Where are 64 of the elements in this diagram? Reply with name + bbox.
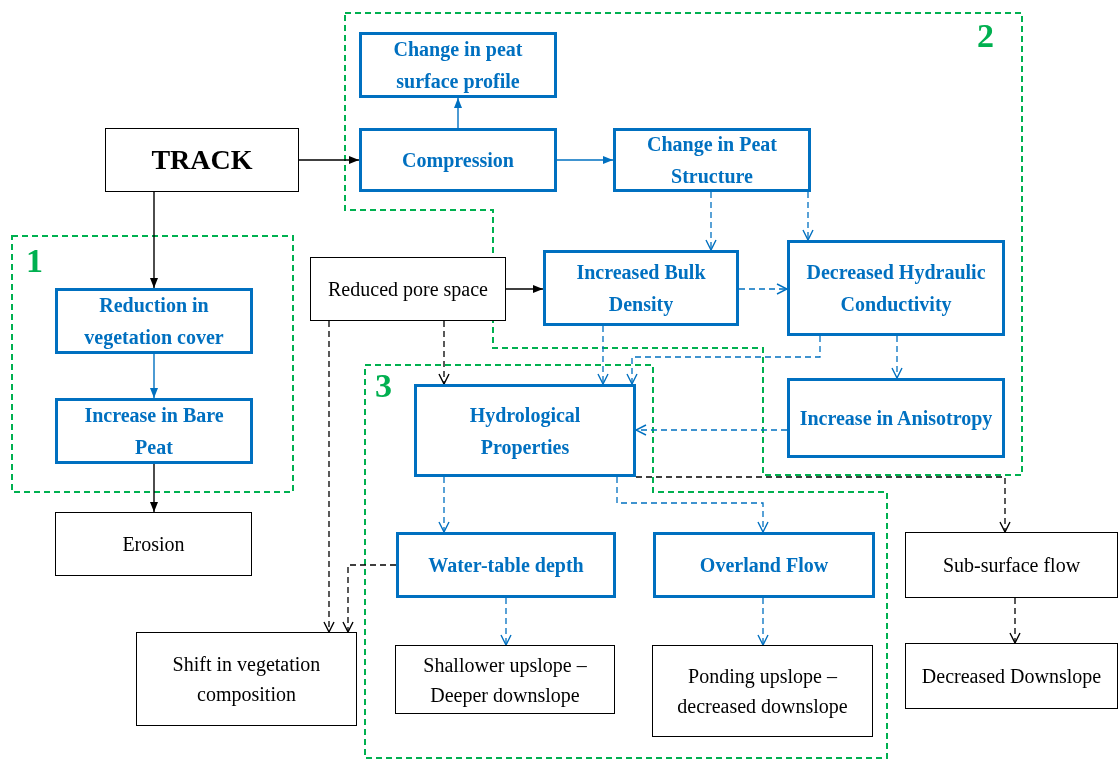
outcome-box xyxy=(55,512,252,576)
box-label: Ponding upslope – decreased downslope xyxy=(676,664,849,720)
box-label: Decreased Hydraulic Conductivity xyxy=(805,260,987,318)
box-label: Sub-surface flow xyxy=(942,553,1081,578)
box-label: Water-table depth xyxy=(428,553,584,579)
effect-box xyxy=(613,128,811,192)
arrow xyxy=(802,191,814,241)
arrow xyxy=(635,424,788,436)
arrow xyxy=(597,325,609,385)
box-label: Overland Flow xyxy=(699,553,829,578)
arrow xyxy=(626,335,821,385)
box-label: Change in Peat Structure xyxy=(646,132,778,189)
arrow xyxy=(738,283,788,295)
arrow xyxy=(891,335,903,379)
arrow xyxy=(150,191,158,289)
box-label: Shallower upslope – Deeper downslope xyxy=(422,652,588,709)
arrow xyxy=(323,320,335,633)
box-label: Reduction in vegetation cover xyxy=(83,293,225,351)
arrow xyxy=(500,597,512,646)
effect-box xyxy=(55,398,253,464)
box-label: Hydrological Properties xyxy=(468,402,582,461)
outcome-box xyxy=(136,632,357,726)
box-label: Change in peat surface profile xyxy=(392,37,524,95)
outcome-box xyxy=(395,645,615,714)
effect-box xyxy=(543,250,739,326)
arrow xyxy=(757,597,769,646)
box-label: Reduced pore space xyxy=(328,277,488,303)
box-label: Increase in Bare Peat xyxy=(83,403,225,460)
outcome-box xyxy=(652,645,873,737)
cause-box xyxy=(105,128,299,192)
arrow xyxy=(298,156,360,164)
arrow xyxy=(438,320,450,385)
outcome-box xyxy=(310,257,506,321)
box-label: Increased Bulk Density xyxy=(575,260,707,318)
effect-box xyxy=(359,32,557,98)
arrow xyxy=(342,564,397,633)
arrow xyxy=(705,191,717,251)
arrow xyxy=(150,353,158,399)
effect-box xyxy=(653,532,875,598)
box-label: Erosion xyxy=(122,532,185,557)
region-number: 3 xyxy=(375,369,392,403)
box-label: Compression xyxy=(402,148,514,174)
arrow xyxy=(556,156,614,164)
region-number: 1 xyxy=(26,244,43,278)
effect-box xyxy=(55,288,253,354)
arrow xyxy=(454,97,462,129)
box-label: Decreased Downslope xyxy=(921,664,1102,690)
box-label: TRACK xyxy=(151,143,253,177)
outcome-box xyxy=(905,532,1118,598)
effect-box xyxy=(396,532,616,598)
effect-box xyxy=(359,128,557,192)
effect-box xyxy=(414,384,636,477)
arrow xyxy=(150,463,158,513)
region-number: 2 xyxy=(977,19,994,53)
effect-box xyxy=(787,378,1005,458)
box-label: Increase in Anisotropy xyxy=(799,406,993,432)
arrow xyxy=(616,476,769,533)
arrow xyxy=(438,476,450,533)
arrow xyxy=(505,285,544,293)
effect-box xyxy=(787,240,1005,336)
arrow xyxy=(635,476,1011,533)
arrow xyxy=(1009,597,1021,644)
box-label: Shift in vegetation composition xyxy=(171,652,322,708)
outcome-box xyxy=(905,643,1118,709)
